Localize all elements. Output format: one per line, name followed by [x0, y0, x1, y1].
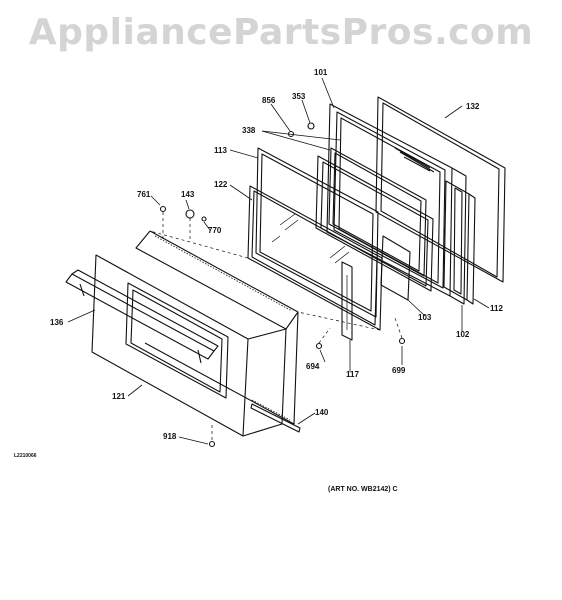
screw-770 [201, 216, 207, 222]
inner-glass-panel [255, 147, 379, 318]
screw-918 [208, 440, 216, 448]
label-101: 101 [314, 68, 328, 77]
label-113: 113 [214, 146, 227, 155]
label-761: 761 [137, 190, 151, 199]
label-353: 353 [292, 92, 306, 101]
label-140: 140 [315, 408, 329, 417]
art-number: (ART NO. WB2142) C [328, 486, 398, 493]
label-102: 102 [456, 330, 470, 339]
label-112: 112 [490, 304, 503, 313]
label-699: 699 [392, 366, 406, 375]
label-338: 338 [242, 126, 256, 135]
label-918: 918 [163, 432, 177, 441]
label-136: 136 [50, 318, 64, 327]
label-103: 103 [418, 313, 432, 322]
watermark-logo: AppliancePartsPros.com [28, 12, 534, 53]
hinge-bracket [341, 261, 353, 341]
label-856: 856 [262, 96, 276, 105]
label-132: 132 [466, 102, 480, 111]
bottom-trim-strip [250, 403, 301, 433]
label-122: 122 [214, 180, 228, 189]
label-694: 694 [306, 362, 320, 371]
rear-gasket-frame [375, 96, 506, 283]
side-frame [443, 180, 476, 305]
spacer-143 [185, 209, 195, 219]
label-143: 143 [181, 190, 195, 199]
clip-353 [307, 122, 315, 130]
screw-694 [315, 342, 323, 350]
outer-door-panel [91, 230, 299, 437]
art-code: L2210066 [14, 453, 37, 459]
glass-retainer-frames [315, 147, 434, 292]
label-117: 117 [346, 370, 359, 379]
label-770: 770 [208, 226, 222, 235]
screw-699 [398, 337, 406, 345]
door-handle [65, 269, 219, 364]
label-121: 121 [112, 392, 126, 401]
screw-761 [159, 205, 167, 213]
